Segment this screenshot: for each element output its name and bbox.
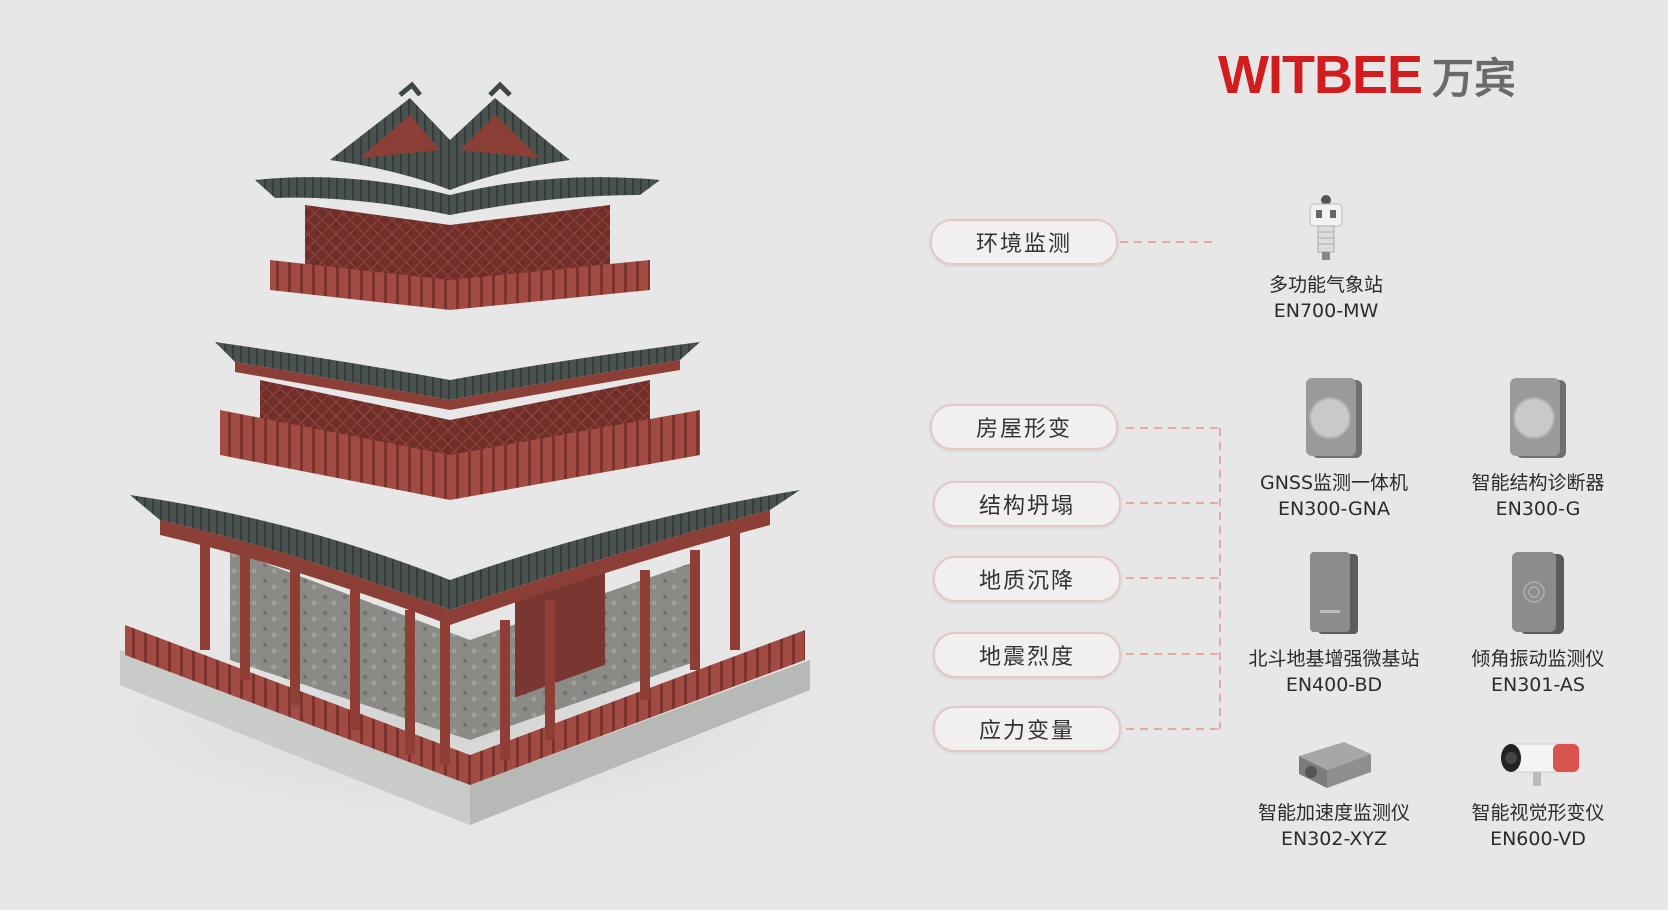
brand-name-cn: 万宾 <box>1431 54 1516 103</box>
brand-logo: WITBEE 万宾 <box>1218 44 1516 106</box>
tilt-vibration-monitor-icon <box>1438 552 1638 636</box>
category-pill-environment[interactable]: 环境监测 <box>930 219 1118 265</box>
device-model: EN300-G <box>1495 498 1581 520</box>
category-label: 地质沉降 <box>978 569 1075 594</box>
pagoda-building-illustration <box>0 81 910 850</box>
device-name: 倾角振动监测仪 <box>1471 648 1605 670</box>
device-model: EN302-XYZ <box>1280 828 1388 850</box>
accelerometer-icon <box>1234 730 1434 790</box>
device-weather-station[interactable]: 多功能气象站 EN700-MW <box>1226 178 1426 324</box>
device-model: EN300-GNA <box>1278 498 1390 520</box>
category-label: 环境监测 <box>975 232 1072 257</box>
gnss-monitor-icon <box>1234 376 1434 460</box>
device-beidou-base-station[interactable]: 北斗地基增强微基站 EN400-BD <box>1234 552 1434 698</box>
vision-camera-icon <box>1438 730 1638 790</box>
device-name: 智能结构诊断器 <box>1471 472 1605 494</box>
device-name: 多功能气象站 <box>1268 274 1383 296</box>
category-label: 应力变量 <box>978 719 1075 744</box>
beidou-base-station-icon <box>1234 552 1434 636</box>
device-gnss-monitor[interactable]: GNSS监测一体机 EN300-GNA <box>1234 376 1434 522</box>
device-structure-diagnoser[interactable]: 智能结构诊断器 EN300-G <box>1438 376 1638 522</box>
device-accelerometer[interactable]: 智能加速度监测仪 EN302-XYZ <box>1234 730 1434 852</box>
device-model: EN600-VD <box>1490 828 1586 850</box>
device-name: 智能视觉形变仪 <box>1471 802 1605 824</box>
brand-name-en: WITBEE <box>1217 45 1423 105</box>
category-pill-stress-variable[interactable]: 应力变量 <box>933 706 1121 752</box>
category-pill-geological-settlement[interactable]: 地质沉降 <box>933 556 1121 602</box>
device-model: EN700-MW <box>1273 300 1379 322</box>
device-name: GNSS监测一体机 <box>1259 472 1409 494</box>
category-label: 结构坍塌 <box>978 494 1075 519</box>
device-name: 北斗地基增强微基站 <box>1248 648 1420 670</box>
device-tilt-vibration-monitor[interactable]: 倾角振动监测仪 EN301-AS <box>1438 552 1638 698</box>
device-name: 智能加速度监测仪 <box>1257 802 1410 824</box>
category-pill-structure-collapse[interactable]: 结构坍塌 <box>933 481 1121 527</box>
structure-diagnoser-icon <box>1438 376 1638 460</box>
category-label: 房屋形变 <box>975 417 1072 442</box>
device-vision-camera[interactable]: 智能视觉形变仪 EN600-VD <box>1438 730 1638 852</box>
category-pill-house-deformation[interactable]: 房屋形变 <box>930 404 1118 450</box>
weather-station-icon <box>1226 178 1426 262</box>
category-pill-seismic-intensity[interactable]: 地震烈度 <box>933 632 1121 678</box>
category-label: 地震烈度 <box>978 645 1075 670</box>
device-model: EN400-BD <box>1285 674 1383 696</box>
device-model: EN301-AS <box>1491 674 1585 696</box>
